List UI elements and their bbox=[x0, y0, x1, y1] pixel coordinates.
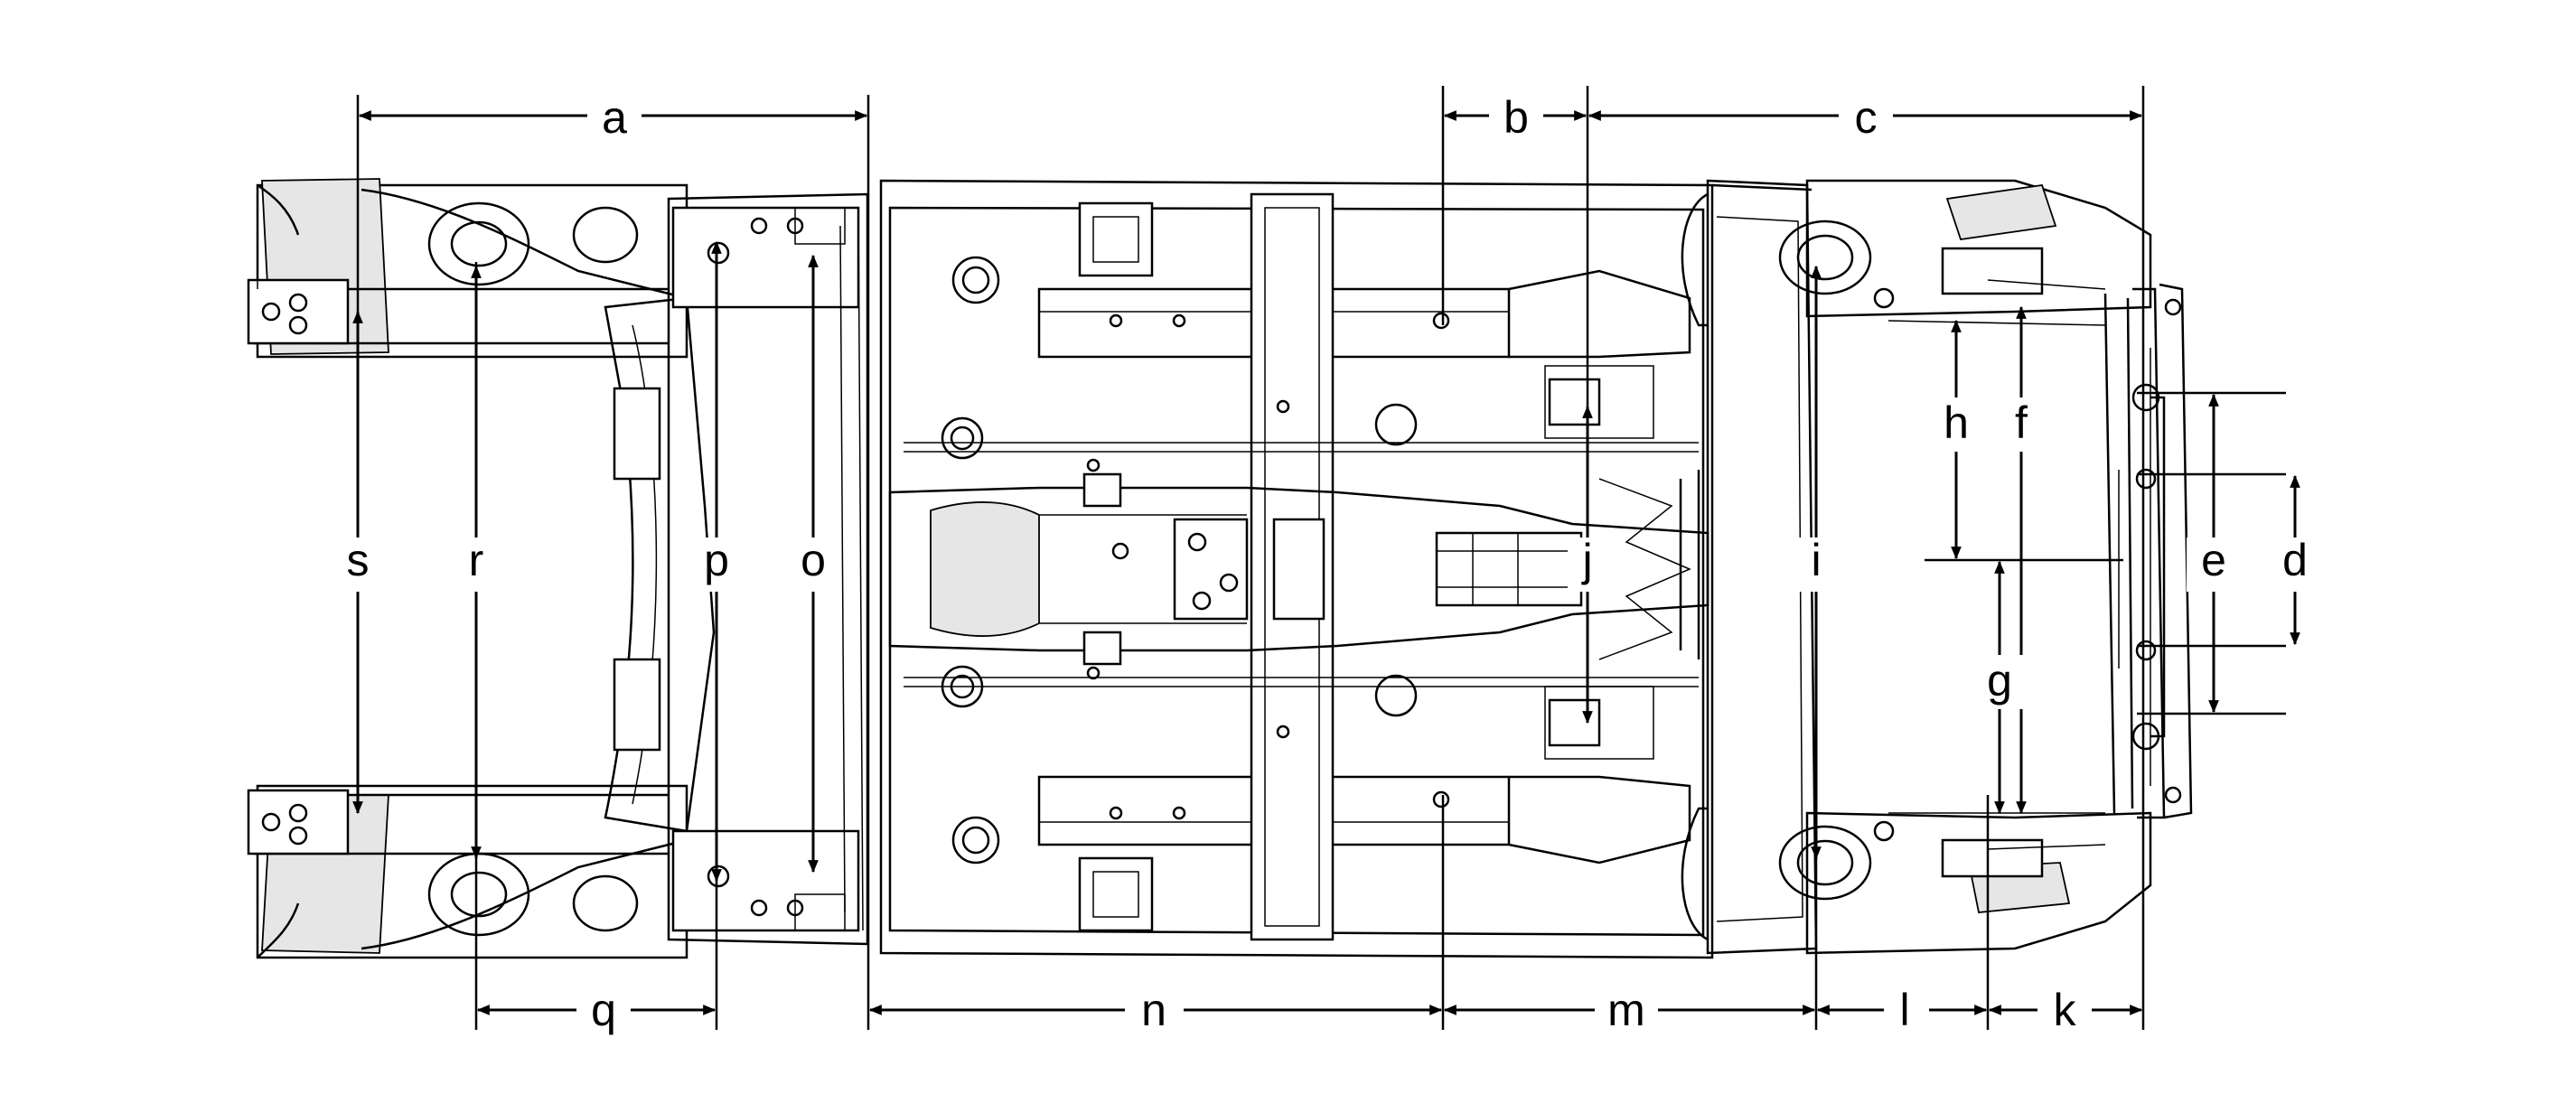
label-m: m bbox=[1607, 985, 1645, 1035]
label-o: o bbox=[801, 535, 826, 585]
front-frame-rails bbox=[247, 178, 869, 959]
label-f: f bbox=[2015, 397, 2028, 448]
label-i: i bbox=[1811, 535, 1821, 585]
label-j: j bbox=[1580, 535, 1592, 585]
label-b: b bbox=[1503, 92, 1529, 143]
label-a: a bbox=[602, 92, 627, 143]
label-q: q bbox=[591, 985, 616, 1035]
vehicle-underbody bbox=[247, 178, 2193, 959]
label-g: g bbox=[1987, 655, 2012, 706]
label-c: c bbox=[1855, 92, 1878, 143]
label-h: h bbox=[1944, 397, 1969, 448]
front-bumper bbox=[257, 183, 300, 958]
label-k: k bbox=[2054, 985, 2077, 1035]
label-r: r bbox=[469, 535, 484, 585]
label-p: p bbox=[704, 535, 729, 585]
dimension-letters: a b c d e f g h i j k l m n o p q bbox=[333, 89, 2322, 1037]
label-e: e bbox=[2201, 535, 2226, 585]
label-l: l bbox=[1899, 985, 1909, 1035]
rear-frame bbox=[1598, 179, 2193, 955]
label-s: s bbox=[347, 535, 370, 585]
label-d: d bbox=[2282, 535, 2308, 585]
label-n: n bbox=[1141, 985, 1166, 1035]
